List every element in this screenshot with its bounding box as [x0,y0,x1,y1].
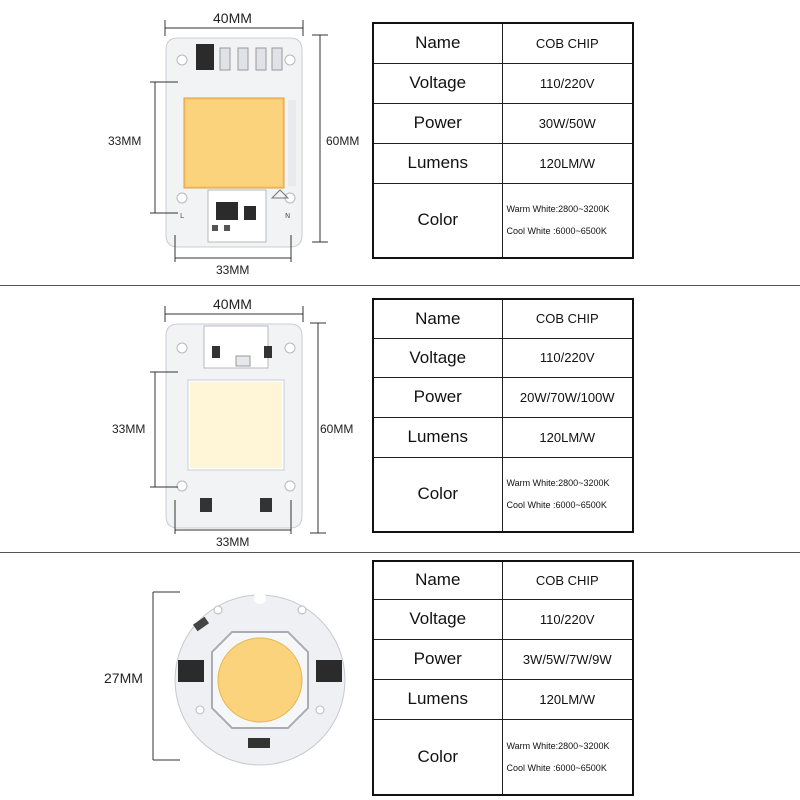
spec-value-color: Warm White:2800~3200K Cool White :6000~6… [501,182,634,259]
spec-value-lumens: 120LM/W [501,678,634,720]
spec-label-color: Color [372,182,503,259]
svg-text:N: N [285,212,290,220]
spec-table-1: Name COB CHIP Voltage 110/220V Power 30W… [372,22,634,259]
spec-value-name: COB CHIP [501,22,634,64]
cob-chip-image-3 [174,592,346,766]
spec-value-name: COB CHIP [501,298,634,339]
spec-label-name: Name [372,560,503,600]
spec-value-lumens: 120LM/W [501,142,634,184]
spec-value-color: Warm White:2800~3200K Cool White :6000~6… [501,456,634,533]
spec-label-color: Color [372,718,503,796]
spec-label-name: Name [372,22,503,64]
spec-label-lumens: Lumens [372,678,503,720]
spec-value-color: Warm White:2800~3200K Cool White :6000~6… [501,718,634,796]
spec-label-voltage: Voltage [372,337,503,378]
color-warm: Warm White:2800~3200K [506,204,610,215]
dim-height-right-2: 60MM [320,422,354,436]
dim-height-left-2: 33MM [112,422,146,436]
cob-chip-image-1: L N [165,37,303,248]
dim-height-left-3: 27MM [104,670,143,686]
color-cool: Cool White :6000~6500K [506,226,607,237]
spec-label-power: Power [372,638,503,680]
spec-value-voltage: 110/220V [501,62,634,104]
dim-width-bottom-2: 33MM [216,535,250,549]
spec-label-voltage: Voltage [372,62,503,104]
spec-value-power: 30W/50W [501,102,634,144]
spec-value-name: COB CHIP [501,560,634,600]
spec-value-power: 20W/70W/100W [501,376,634,418]
dim-height-left-1: 33MM [108,134,142,148]
spec-label-voltage: Voltage [372,598,503,640]
dimension-lines-1 [150,20,328,262]
section-divider-2 [0,552,800,553]
dimension-lines-2 [150,306,326,534]
dim-width-top-2: 40MM [213,296,252,312]
svg-text:L: L [180,212,184,220]
spec-table-2: Name COB CHIP Voltage 110/220V Power 20W… [372,298,634,533]
color-warm: Warm White:2800~3200K [506,740,610,751]
color-cool: Cool White :6000~6500K [506,762,607,773]
spec-value-power: 3W/5W/7W/9W [501,638,634,680]
section-divider-1 [0,285,800,286]
spec-value-voltage: 110/220V [501,598,634,640]
spec-label-name: Name [372,298,503,339]
color-warm: Warm White:2800~3200K [506,478,610,489]
cob-chip-image-2 [165,323,303,529]
dim-height-right-1: 60MM [326,134,360,148]
dim-width-bottom-1: 33MM [216,263,250,277]
color-cool: Cool White :6000~6500K [506,500,607,511]
spec-table-3: Name COB CHIP Voltage 110/220V Power 3W/… [372,560,634,796]
dim-width-top-1: 40MM [213,10,252,26]
spec-label-power: Power [372,102,503,144]
spec-label-lumens: Lumens [372,416,503,458]
